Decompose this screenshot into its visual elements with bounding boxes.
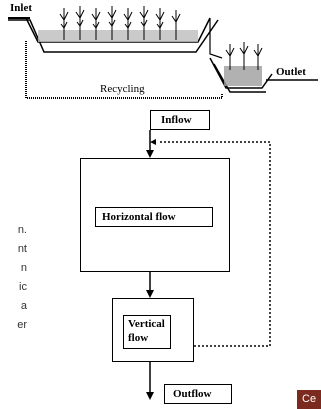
side-text-line-6: er — [17, 319, 27, 331]
inflow-arrowhead — [146, 150, 154, 158]
inflow-label: Inflow — [161, 114, 192, 126]
outflow-arrowhead — [146, 392, 154, 400]
inflow-box: Inflow — [150, 110, 210, 130]
recycling-label: Recycling — [100, 83, 145, 95]
recycling-pipe — [25, 40, 223, 99]
horizontal-flow-box: Horizontal flow — [80, 158, 230, 272]
vertical-bed-outline — [209, 57, 273, 89]
ground-line — [209, 18, 223, 59]
side-text-line-1: n. — [17, 224, 27, 236]
horizontal-flow-label: Horizontal flow — [102, 211, 176, 223]
recycle-arrowhead — [150, 139, 156, 145]
reeds-vertical — [225, 42, 263, 70]
inlet-label: Inlet — [10, 2, 32, 14]
side-text-line-2: nt — [17, 243, 27, 255]
horizontal-to-vertical-arrowhead — [146, 290, 154, 298]
outflow-box: Outflow — [164, 384, 232, 404]
vertical-bed-media — [224, 66, 262, 86]
corner-badge[interactable]: Ce — [297, 390, 321, 409]
horizontal-flow-label-box: Horizontal flow — [95, 207, 213, 227]
outlet-label: Outlet — [276, 66, 306, 78]
horizontal-bed-media — [38, 30, 198, 42]
reeds-horizontal — [59, 6, 181, 40]
vertical-flow-box: Vertical flow — [112, 298, 194, 362]
vertical-flow-label-box: Vertical flow — [123, 315, 171, 349]
side-text-line-4: ic — [19, 281, 27, 293]
recycle-loop — [150, 141, 271, 347]
outflow-label: Outflow — [173, 388, 212, 400]
vertical-flow-label-line1: Vertical — [128, 318, 165, 330]
vertical-flow-label-line2: flow — [128, 332, 149, 344]
horizontal-bed-outer — [8, 19, 219, 53]
vertical-bed-outer — [213, 63, 266, 93]
side-text-line-3: n — [20, 262, 27, 274]
side-text-line-5: a — [20, 300, 27, 312]
